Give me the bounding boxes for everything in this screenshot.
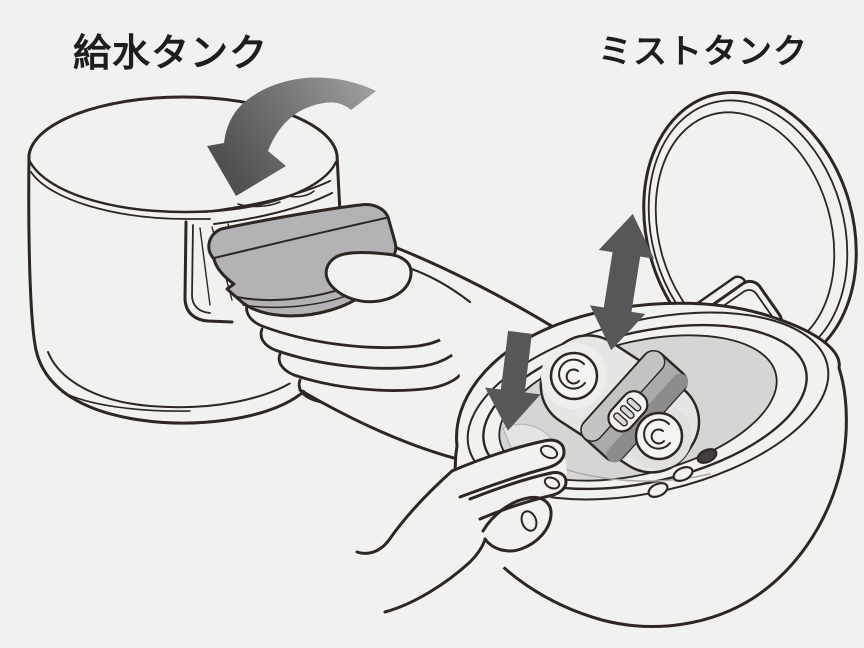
nozzle-left xyxy=(549,351,599,401)
mist-tank-label: ミストタンク xyxy=(598,33,808,71)
tank-slot xyxy=(204,180,333,225)
thumb xyxy=(324,250,413,304)
up-down-arrow-icon xyxy=(589,213,655,351)
fingernail xyxy=(539,444,559,460)
button xyxy=(672,466,694,482)
nozzle-right xyxy=(634,411,684,461)
rim-buttons xyxy=(647,448,718,498)
fingernail xyxy=(543,476,561,490)
water-tank-label: 給水タンク xyxy=(73,33,269,75)
button-dark xyxy=(696,448,718,464)
down-arrow-icon xyxy=(484,330,541,431)
mist-tank-illustration xyxy=(355,90,858,629)
mist-tank-unit xyxy=(539,334,701,474)
curved-down-arrow-icon xyxy=(207,77,376,196)
thumbnail xyxy=(520,510,538,532)
button xyxy=(647,482,669,498)
pressing-hand xyxy=(355,438,568,614)
